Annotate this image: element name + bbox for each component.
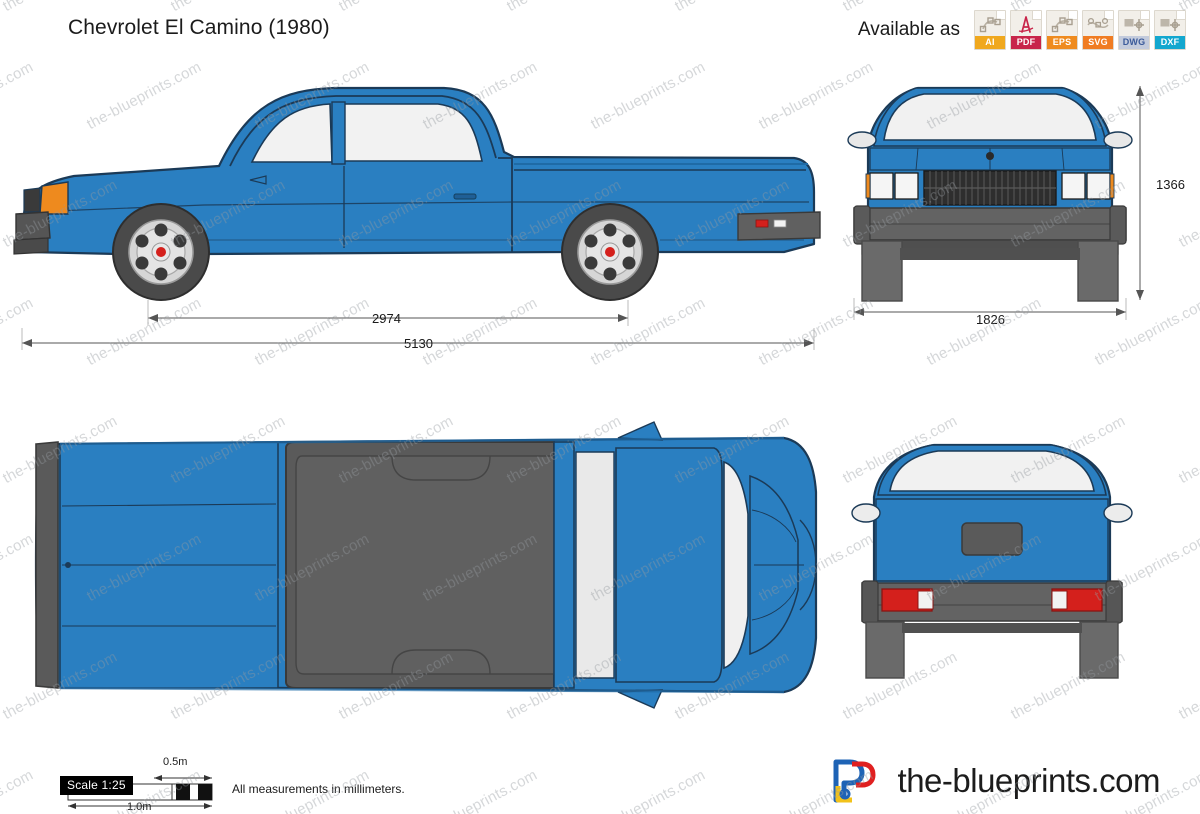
top-view — [14, 410, 826, 720]
available-formats-bar: Available as AI — [858, 10, 1186, 50]
vector-curve-icon — [1083, 14, 1113, 36]
dogear-corner — [1176, 11, 1185, 20]
format-tag-eps: EPS — [1047, 36, 1077, 49]
dogear-corner — [1104, 11, 1113, 20]
front-view-body — [847, 86, 1133, 302]
watermark-text: the-blueprints.com — [0, 766, 37, 814]
side-view — [13, 62, 824, 307]
available-as-label: Available as — [857, 19, 960, 40]
scale-half-label: 0.5m — [163, 756, 188, 768]
page-title: Chevrolet El Camino (1980) — [68, 16, 330, 39]
brand-footer[interactable]: the-blueprints.com — [832, 758, 1161, 804]
cad-block-icon — [1155, 14, 1185, 36]
height-dimension-line — [1128, 78, 1152, 308]
format-icon-dxf[interactable]: DXF — [1154, 10, 1186, 50]
format-tag-dxf: DXF — [1155, 36, 1185, 49]
watermark-text: the-blueprints.com — [588, 766, 709, 814]
rear-view — [844, 425, 1140, 685]
dimension-length: 5130 — [404, 336, 433, 351]
format-icon-pdf[interactable]: PDF — [1010, 10, 1042, 50]
scale-full-label: 1.0m — [127, 801, 152, 813]
watermark-text: the-blueprints.com — [504, 0, 624, 15]
dogear-corner — [1032, 11, 1041, 20]
front-view — [840, 78, 1140, 308]
dimension-height: 1366 — [1156, 177, 1185, 192]
rear-view-body — [851, 443, 1133, 679]
dimension-width: 1826 — [976, 312, 1005, 327]
acrobat-a-icon — [1011, 14, 1041, 36]
format-icon-eps[interactable]: EPS — [1046, 10, 1078, 50]
front-view-dimension-lines — [840, 298, 1140, 324]
format-tag-dwg: DWG — [1119, 36, 1149, 49]
dimension-wheelbase: 2974 — [372, 311, 401, 326]
measurements-note: All measurements in millimeters. — [232, 782, 405, 796]
scale-bar: Scale 1:25 — [60, 770, 220, 812]
vector-nodes-icon — [1047, 14, 1077, 36]
watermark-text: the-blueprints.com — [672, 0, 792, 15]
blueprints-logo-icon — [832, 758, 876, 804]
vector-nodes-icon — [975, 14, 1005, 36]
watermark-text: the-blueprints.com — [336, 0, 456, 15]
top-view-body — [34, 421, 818, 709]
format-icon-dwg[interactable]: DWG — [1118, 10, 1150, 50]
side-view-dimension-lines — [14, 300, 824, 352]
cad-block-icon — [1119, 14, 1149, 36]
dogear-corner — [1140, 11, 1149, 20]
watermark-text: the-blueprints.com — [1176, 648, 1200, 724]
watermark-text: the-blueprints.com — [1176, 412, 1200, 488]
watermark-text: the-blueprints.com — [0, 0, 120, 15]
format-tag-svg: SVG — [1083, 36, 1113, 49]
format-tag-ai: AI — [975, 36, 1005, 49]
format-icon-svg[interactable]: SVG — [1082, 10, 1114, 50]
front-wheel — [112, 203, 210, 301]
format-tag-pdf: PDF — [1011, 36, 1041, 49]
scale-label: Scale 1:25 — [60, 776, 133, 795]
watermark-text: the-blueprints.com — [168, 0, 288, 15]
brand-name: the-blueprints.com — [897, 762, 1161, 799]
rear-wheel — [561, 203, 659, 301]
format-icon-list: AI PDF — [974, 10, 1186, 50]
watermark-text: the-blueprints.com — [420, 766, 541, 814]
format-icon-ai[interactable]: AI — [974, 10, 1006, 50]
